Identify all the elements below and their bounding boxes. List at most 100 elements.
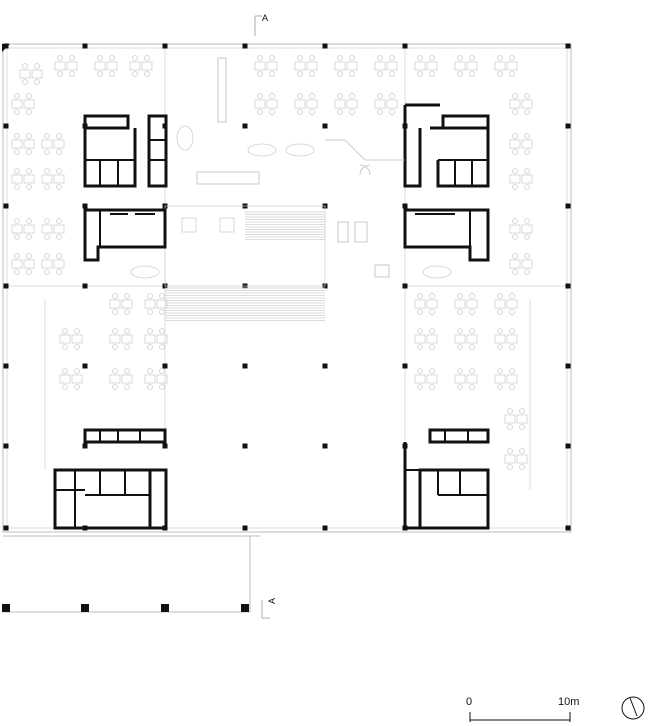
chair xyxy=(512,184,518,190)
chair xyxy=(159,328,165,334)
desk xyxy=(509,139,521,149)
chair xyxy=(349,109,355,115)
chair xyxy=(417,55,423,61)
chair xyxy=(509,293,515,299)
chair xyxy=(26,253,32,259)
chair xyxy=(457,55,463,61)
chair xyxy=(429,293,435,299)
column xyxy=(242,43,248,49)
chair xyxy=(97,71,103,77)
column xyxy=(322,363,328,369)
desk xyxy=(466,334,478,344)
chair xyxy=(509,309,515,315)
chair xyxy=(519,424,525,430)
column xyxy=(81,604,89,612)
desk xyxy=(53,259,65,269)
chair xyxy=(524,133,530,139)
chair xyxy=(56,168,62,174)
chair xyxy=(44,253,50,259)
desk xyxy=(374,99,386,109)
column xyxy=(3,363,9,369)
desk xyxy=(494,374,506,384)
chair xyxy=(44,218,50,224)
chair xyxy=(309,55,315,61)
chair xyxy=(417,344,423,350)
chair xyxy=(457,293,463,299)
chair xyxy=(14,253,20,259)
chair xyxy=(112,344,118,350)
chair xyxy=(469,293,475,299)
chair xyxy=(56,234,62,240)
chair xyxy=(509,384,515,390)
chair xyxy=(44,149,50,155)
chair xyxy=(144,71,150,77)
desk xyxy=(414,299,426,309)
chair xyxy=(257,93,263,99)
chair xyxy=(124,344,130,350)
chair xyxy=(44,184,50,190)
chair xyxy=(62,368,68,374)
chair xyxy=(44,133,50,139)
chair xyxy=(309,109,315,115)
chair xyxy=(524,168,530,174)
column xyxy=(2,44,10,52)
chair xyxy=(512,253,518,259)
chair xyxy=(69,55,75,61)
desk xyxy=(71,334,83,344)
column xyxy=(565,123,571,129)
lounge-table xyxy=(219,217,235,233)
chair xyxy=(337,109,343,115)
chair xyxy=(417,293,423,299)
desk xyxy=(71,374,83,384)
chair xyxy=(337,55,343,61)
column xyxy=(565,363,571,369)
desk xyxy=(306,99,318,109)
column xyxy=(162,43,168,49)
chair xyxy=(159,293,165,299)
desk xyxy=(54,61,66,71)
chair xyxy=(469,55,475,61)
desk xyxy=(374,61,386,71)
desk xyxy=(11,99,23,109)
desk xyxy=(454,299,466,309)
chair xyxy=(44,234,50,240)
desk xyxy=(144,334,156,344)
column xyxy=(3,443,9,449)
column xyxy=(402,203,408,209)
column xyxy=(322,443,328,449)
desk xyxy=(454,374,466,384)
chair xyxy=(124,368,130,374)
chair xyxy=(469,368,475,374)
desk xyxy=(156,334,168,344)
chair xyxy=(34,79,40,85)
scale-bar xyxy=(469,712,571,722)
chair xyxy=(132,55,138,61)
chair xyxy=(112,293,118,299)
chair xyxy=(377,93,383,99)
desk xyxy=(516,414,528,424)
column xyxy=(565,525,571,531)
chair xyxy=(507,424,513,430)
desk xyxy=(306,61,318,71)
desk xyxy=(386,99,398,109)
meeting-table xyxy=(176,125,194,151)
desk xyxy=(11,224,23,234)
chair xyxy=(507,464,513,470)
desk xyxy=(41,224,53,234)
chair xyxy=(309,71,315,77)
desk xyxy=(504,414,516,424)
desk xyxy=(516,454,528,464)
chair xyxy=(337,71,343,77)
desk xyxy=(509,224,521,234)
column xyxy=(242,363,248,369)
chair xyxy=(509,55,515,61)
chair xyxy=(269,71,275,77)
desk xyxy=(521,139,533,149)
column xyxy=(3,203,9,209)
desk xyxy=(59,374,71,384)
chair xyxy=(56,269,62,275)
chair xyxy=(144,55,150,61)
chair xyxy=(469,328,475,334)
chair xyxy=(257,109,263,115)
